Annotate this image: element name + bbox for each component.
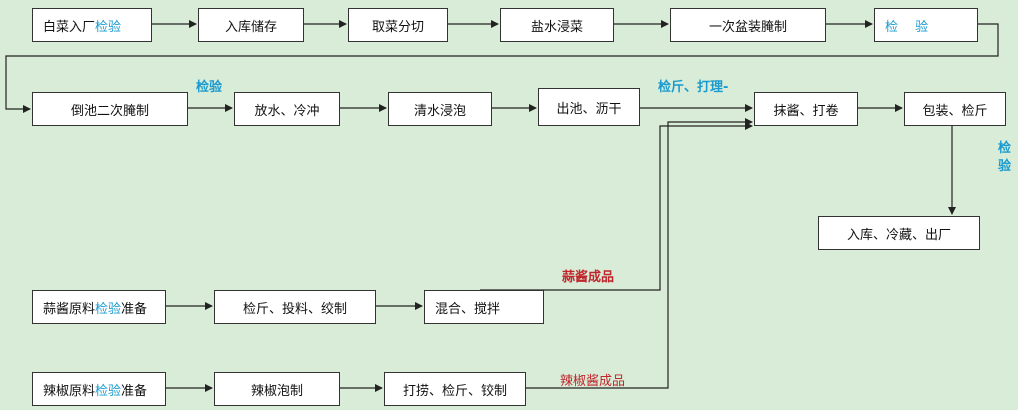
inspect-vertical-char-1: 检 [998, 141, 1012, 156]
step-unload-drain: 出池、沥干 [538, 88, 640, 126]
step-first-pickling-text: 一次盆装腌制 [708, 19, 787, 35]
chili-product-label: 辣椒酱成品 [560, 374, 626, 389]
step-cabbage-intake-text: 白菜入厂 [43, 19, 96, 35]
step-water-soak-text: 清水浸泡 [413, 103, 466, 119]
step-garlic-mix-text: 混合、搅拌 [435, 301, 501, 317]
step-pack-weigh: 包装、检斤 [904, 92, 1006, 126]
step-brine-soak: 盐水浸菜 [500, 8, 614, 42]
step-storage-text: 入库储存 [224, 19, 277, 35]
arrow-c3-b11 [526, 118, 753, 389]
inspect-label: 检验 [196, 80, 223, 95]
step-sauce-roll-text: 抹酱、打卷 [773, 103, 839, 119]
inspect-vertical-label: 检 验 [998, 140, 1011, 176]
step-garlic-mix: 混合、搅拌 [424, 290, 544, 324]
step-storage-ship: 入库、冷藏、出厂 [818, 216, 980, 250]
step-sauce-roll: 抹酱、打卷 [754, 92, 858, 126]
arrow-b6-b7 [5, 23, 999, 113]
step-chili-soak: 辣椒泡制 [214, 372, 340, 406]
step-chili-scoop-weigh-text: 打捞、检斤、铰制 [402, 383, 507, 399]
step-garlic-prep: 蒜酱原料检验准备 [32, 290, 166, 324]
inspect-text: 检验 [95, 19, 122, 35]
step-cabbage-intake: 白菜入厂检验 [32, 8, 152, 42]
step-brine-soak-text: 盐水浸菜 [530, 19, 583, 35]
step-garlic-prep-text-a: 蒜酱原料 [43, 301, 96, 317]
step-unload-drain-text: 出池、沥干 [556, 101, 622, 117]
step-chili-prep-text-c: 准备 [121, 383, 148, 399]
step-storage-ship-text: 入库、冷藏、出厂 [846, 227, 951, 243]
step-second-pickling-text: 倒池二次腌制 [70, 103, 149, 119]
garlic-product-label: 蒜酱成品 [562, 270, 615, 285]
step-chili-prep: 辣椒原料检验准备 [32, 372, 166, 406]
step-garlic-weigh-grind: 检斤、投料、绞制 [214, 290, 376, 324]
step-second-pickling: 倒池二次腌制 [32, 92, 188, 126]
step-water-soak: 清水浸泡 [388, 92, 492, 126]
weigh-manage-label: 检斤、打理- [658, 80, 729, 95]
step-cutting: 取菜分切 [348, 8, 448, 42]
step-drain-rinse-text: 放水、冷冲 [254, 103, 320, 119]
step-chili-scoop-weigh: 打捞、检斤、铰制 [384, 372, 526, 406]
step-garlic-prep-text-c: 准备 [121, 301, 148, 317]
step-inspection-1: 检 验 [874, 8, 978, 42]
step-cutting-text: 取菜分切 [371, 19, 424, 35]
step-inspection-1-text: 检 验 [885, 19, 929, 35]
step-first-pickling: 一次盆装腌制 [670, 8, 826, 42]
arrow-g3-b11 [480, 122, 753, 291]
step-chili-prep-text-a: 辣椒原料 [43, 383, 96, 399]
inspect-text: 检验 [95, 301, 122, 317]
inspect-vertical-char-2: 验 [998, 159, 1012, 174]
inspect-text: 检验 [95, 383, 122, 399]
step-garlic-weigh-grind-text: 检斤、投料、绞制 [242, 301, 347, 317]
step-drain-rinse: 放水、冷冲 [234, 92, 340, 126]
step-pack-weigh-text: 包装、检斤 [922, 103, 988, 119]
step-storage: 入库储存 [198, 8, 304, 42]
step-chili-soak-text: 辣椒泡制 [250, 383, 303, 399]
